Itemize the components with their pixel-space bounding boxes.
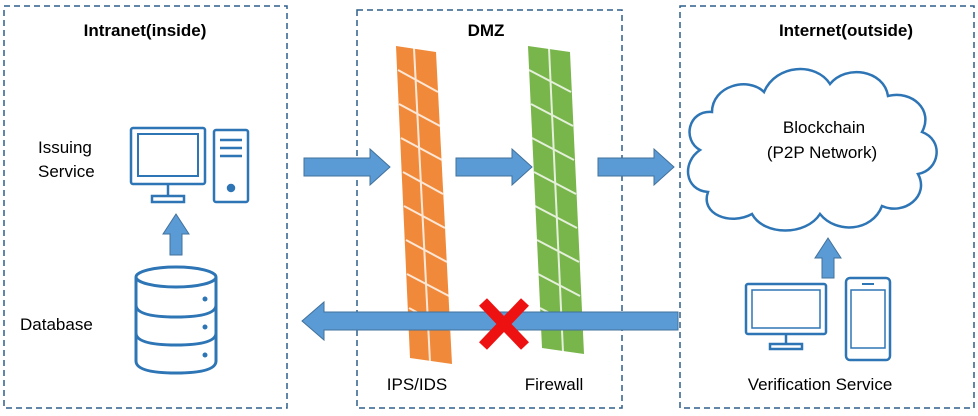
outbound-arrow-1 xyxy=(303,147,391,187)
dmz-zone xyxy=(356,9,623,409)
issuing-service-label-line2: Service xyxy=(38,162,95,181)
ips-ids-wall xyxy=(396,46,452,364)
outbound-arrow-3 xyxy=(597,147,675,187)
blockchain-label-line1: Blockchain xyxy=(783,118,865,137)
issuing-service-label-line1: Issuing xyxy=(38,138,92,157)
internet-zone xyxy=(679,5,975,409)
phone-icon xyxy=(844,276,892,362)
database-label: Database xyxy=(20,315,93,334)
intranet-zone xyxy=(3,5,288,409)
intranet-title: Intranet(inside) xyxy=(84,21,207,40)
ips-ids-label: IPS/IDS xyxy=(387,375,447,394)
database-to-issuing-arrow xyxy=(162,213,190,256)
inbound-blocked-arrow xyxy=(301,300,679,342)
desktop-computer-icon xyxy=(129,126,250,204)
firewall-wall xyxy=(528,46,584,354)
firewall-label: Firewall xyxy=(525,375,584,394)
internet-title: Internet(outside) xyxy=(779,21,913,40)
outbound-arrow-2 xyxy=(455,147,533,187)
cloud-icon xyxy=(686,67,938,232)
dmz-title: DMZ xyxy=(468,21,505,40)
red-x-icon xyxy=(479,298,529,350)
database-icon xyxy=(134,265,218,375)
monitor-icon xyxy=(744,282,828,351)
blockchain-label-line2: (P2P Network) xyxy=(767,143,877,162)
verification-to-blockchain-arrow xyxy=(814,237,842,279)
verification-service-label: Verification Service xyxy=(748,375,893,394)
